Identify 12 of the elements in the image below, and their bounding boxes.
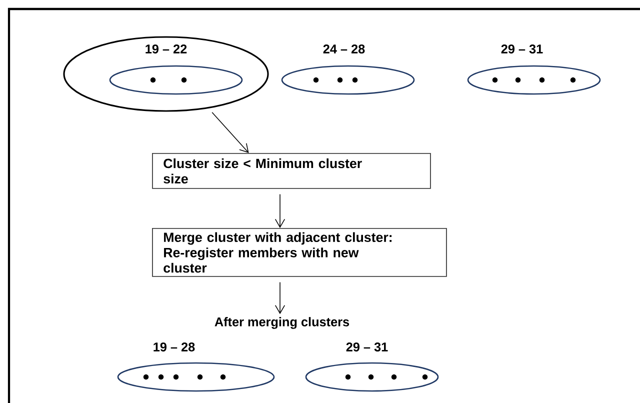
range-label: 19 – 28 [154,342,195,352]
arrow [274,194,286,228]
range-label: 29 – 31 [501,44,543,54]
arrow [274,282,286,314]
range-label: 24 – 28 [323,44,365,54]
range-label: 29 – 31 [346,342,388,352]
cluster-ellipse [109,65,243,95]
caption-text: After merging clusters [214,317,350,329]
process-box: Cluster size < Minimum cluster size [152,153,431,189]
arrow [212,112,249,153]
range-label: 19 – 22 [146,44,187,54]
process-box: Merge cluster with adjacent cluster: Re-register members with new cluster [152,228,447,277]
